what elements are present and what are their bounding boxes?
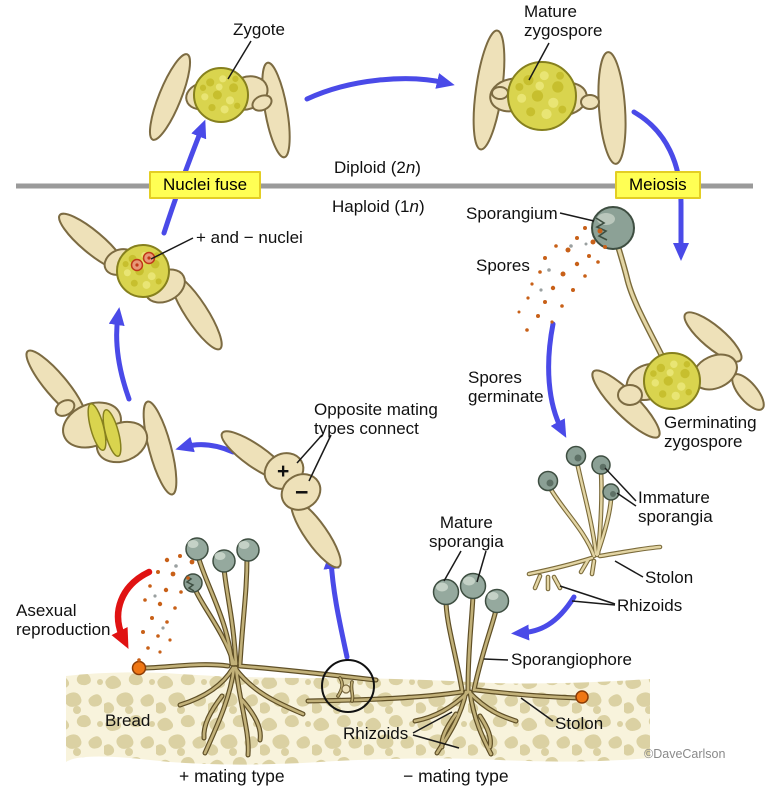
plus-mating-sign: +: [277, 460, 289, 483]
arrow-meiosis-down: [631, 109, 689, 261]
sporangium-label: Sporangium: [466, 204, 558, 223]
stolon-lower-label: Stolon: [555, 714, 604, 733]
germinating-zygospore-label: Germinating zygospore: [664, 413, 757, 452]
arrow-mating-to-gametangia: [175, 436, 236, 455]
opposite-mating-label: Opposite mating types connect: [314, 400, 438, 439]
spore-cloud-left: [137, 554, 195, 662]
meiosis-box: Meiosis: [615, 171, 701, 199]
mature-sporangia-label: Mature sporangia: [429, 513, 504, 552]
plus-minus-nuclei-structure: [58, 212, 223, 351]
arrow-gametangia-up: [108, 307, 132, 402]
spore-cloud-right: [517, 226, 607, 332]
zygote-label: Zygote: [233, 20, 285, 39]
arrow-spores-germinate: [546, 321, 567, 438]
stolon-tip-right: [575, 690, 589, 704]
arrow-zygote-to-zygospore: [304, 73, 455, 102]
spores-germinate-label: Spores germinate: [468, 368, 544, 407]
arrow-to-mature-colony: [511, 594, 577, 641]
immature-sporangia-label: Immature sporangia: [638, 488, 713, 527]
sporangium-ball: [591, 206, 635, 250]
rhizoids-lower-label: Rhizoids: [343, 724, 409, 743]
minus-mating-type-label: − mating type: [403, 766, 509, 786]
copyright-credit: ©DaveCarlson: [644, 747, 726, 761]
pointer-lines: [150, 40, 644, 749]
rhizoids-upper-label: Rhizoids: [617, 596, 683, 615]
haploid-label: Haploid (1n): [332, 197, 425, 216]
bread-label: Bread: [105, 711, 151, 730]
mature-zygospore-label: Mature zygospore: [524, 2, 603, 41]
asexual-reproduction-label: Asexual reproduction: [16, 601, 111, 640]
plus-mating-type-label: + mating type: [179, 766, 285, 786]
spores-label: Spores: [476, 256, 530, 275]
arrow-colony-to-mating: [323, 551, 350, 660]
plus-minus-nuclei-label: + and − nuclei: [196, 228, 303, 247]
minus-mating-sign: −: [295, 479, 308, 505]
zygote-structure: [148, 53, 291, 159]
stolon-upper-label: Stolon: [645, 568, 694, 587]
sporangiophore-label: Sporangiophore: [511, 650, 632, 669]
diploid-label: Diploid (2n): [334, 158, 421, 177]
germinating-zygospore: [591, 206, 765, 439]
stolon-tip-left: [131, 660, 147, 676]
arrow-asexual-reproduction: [111, 568, 153, 649]
nuclei-fuse-box: Nuclei fuse: [149, 171, 262, 199]
opposite-mating-structure: + −: [220, 430, 342, 569]
mature-zygospore-structure: [472, 29, 627, 165]
right-bread-colony: [308, 572, 589, 755]
fused-gametangia-structure: [25, 349, 178, 496]
hyphae-junction-circle: [321, 659, 375, 713]
